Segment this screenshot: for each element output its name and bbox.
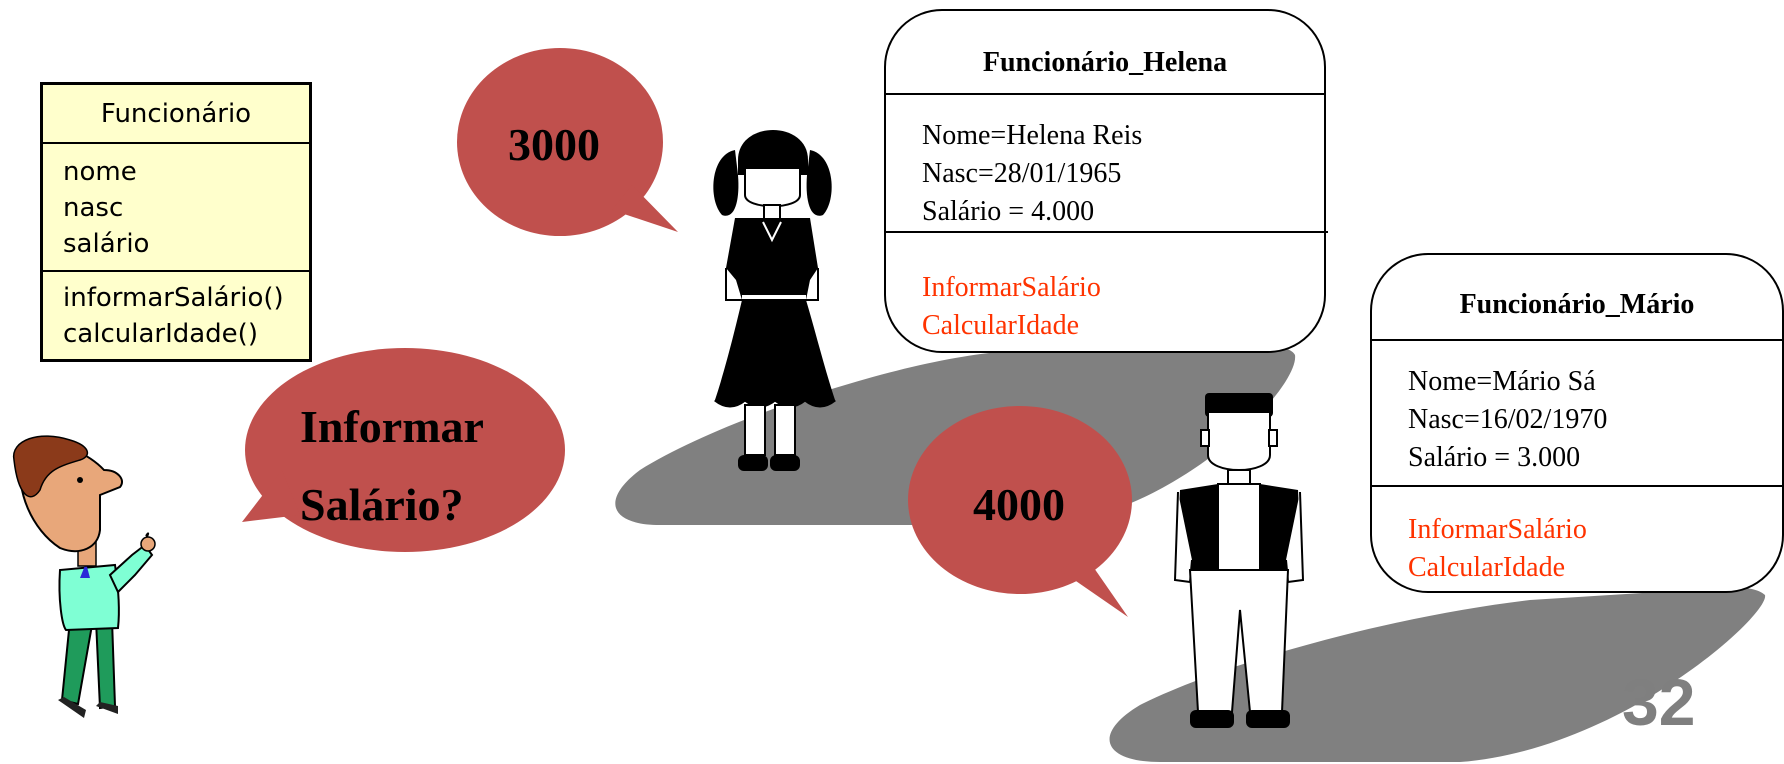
uml-operation: calcularIdade() [63,319,258,349]
object-attributes: Nome=Mário Sá Nasc=16/02/1970 Salário = … [1408,363,1607,477]
object-attribute: Nasc=16/02/1970 [1408,404,1608,435]
uml-attributes: nome nasc salário [43,144,309,272]
object-operations: InformarSalário CalcularIdade [1408,511,1587,587]
uml-class-box: Funcionário nome nasc salário informarSa… [40,82,312,362]
bubble-text-question-line2: Salário? [300,479,464,530]
uml-operation: informarSalário() [63,283,284,313]
bubble-text-question-line1: Informar [300,401,484,452]
object-operation: InformarSalário [922,272,1101,303]
object-operation: CalcularIdade [1408,552,1566,583]
speech-bubble-3000 [457,48,678,236]
manager-figure [13,435,156,718]
speech-bubble-question [242,348,565,552]
object-box-helena: Funcionário_Helena Nome=Helena Reis Nasc… [884,9,1328,353]
uml-class-name: Funcionário [43,85,309,144]
object-attribute: Nome=Helena Reis [922,120,1143,151]
object-divider [1372,339,1782,341]
uml-attribute: salário [63,229,150,259]
object-operation: CalcularIdade [922,310,1080,341]
object-attribute: Salário = 3.000 [1408,442,1581,473]
uml-attribute: nasc [63,193,124,223]
object-title: Funcionário_Mário [1459,289,1695,320]
bubble-text-mario: 4000 [973,479,1065,530]
mario-figure [1173,393,1305,728]
object-attribute: Salário = 4.000 [922,196,1095,227]
uml-attribute: nome [63,157,137,187]
speech-bubble-4000 [908,406,1132,617]
object-attribute: Nasc=28/01/1965 [922,158,1122,189]
bubble-text-helena: 3000 [508,119,600,170]
object-divider [886,231,1328,233]
uml-operations: informarSalário() calcularIdade() [43,272,309,360]
helena-figure [713,130,836,471]
object-box-mario: Funcionário_Mário Nome=Mário Sá Nasc=16/… [1370,253,1784,593]
object-attributes: Nome=Helena Reis Nasc=28/01/1965 Salário… [922,117,1142,231]
object-attribute: Nome=Mário Sá [1408,366,1596,397]
object-divider [1372,485,1782,487]
object-operations: InformarSalário CalcularIdade [922,269,1101,345]
object-divider [886,93,1324,95]
page-number: 32 [1622,665,1696,739]
object-operation: InformarSalário [1408,514,1587,545]
object-title: Funcionário_Helena [982,47,1228,78]
